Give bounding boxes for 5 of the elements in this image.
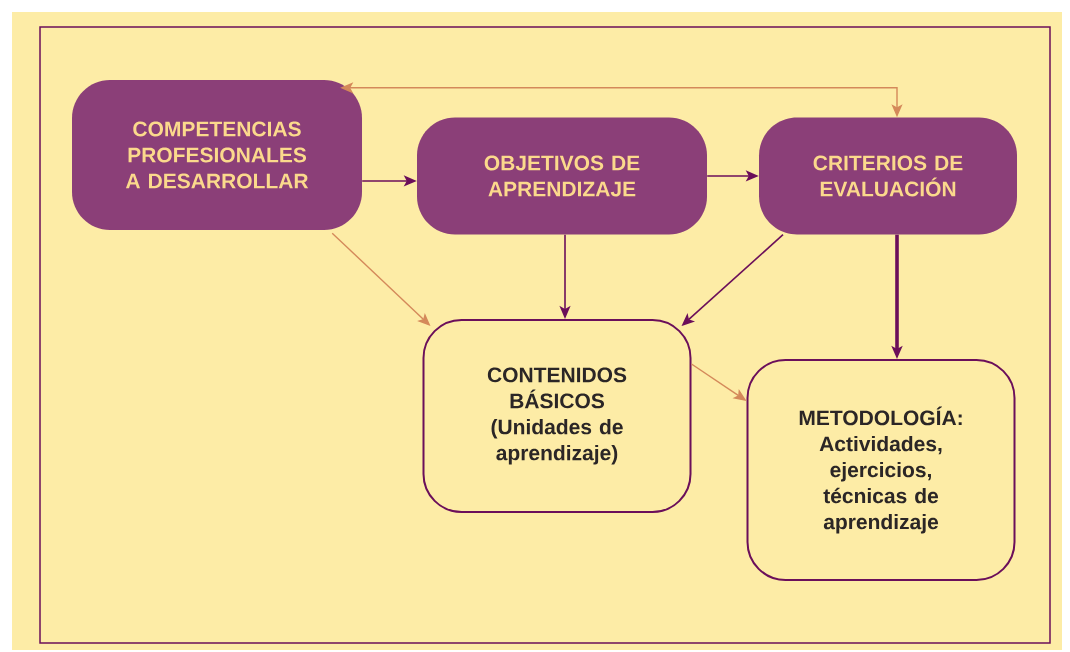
process-box: COMPETENCIAS PROFESIONALES A DESARROLLAR bbox=[72, 80, 362, 230]
process-box: METODOLOGÍA: Actividades, ejercicios, técnicas de aprendizaje bbox=[746, 359, 1016, 581]
process-box: CONTENIDOS BÁSICOS (Unidades de aprendizaje) bbox=[422, 319, 692, 513]
process-box: CRITERIOS DE EVALUACIÓN bbox=[759, 117, 1017, 235]
process-box: OBJETIVOS DE APRENDIZAJE bbox=[417, 117, 707, 235]
